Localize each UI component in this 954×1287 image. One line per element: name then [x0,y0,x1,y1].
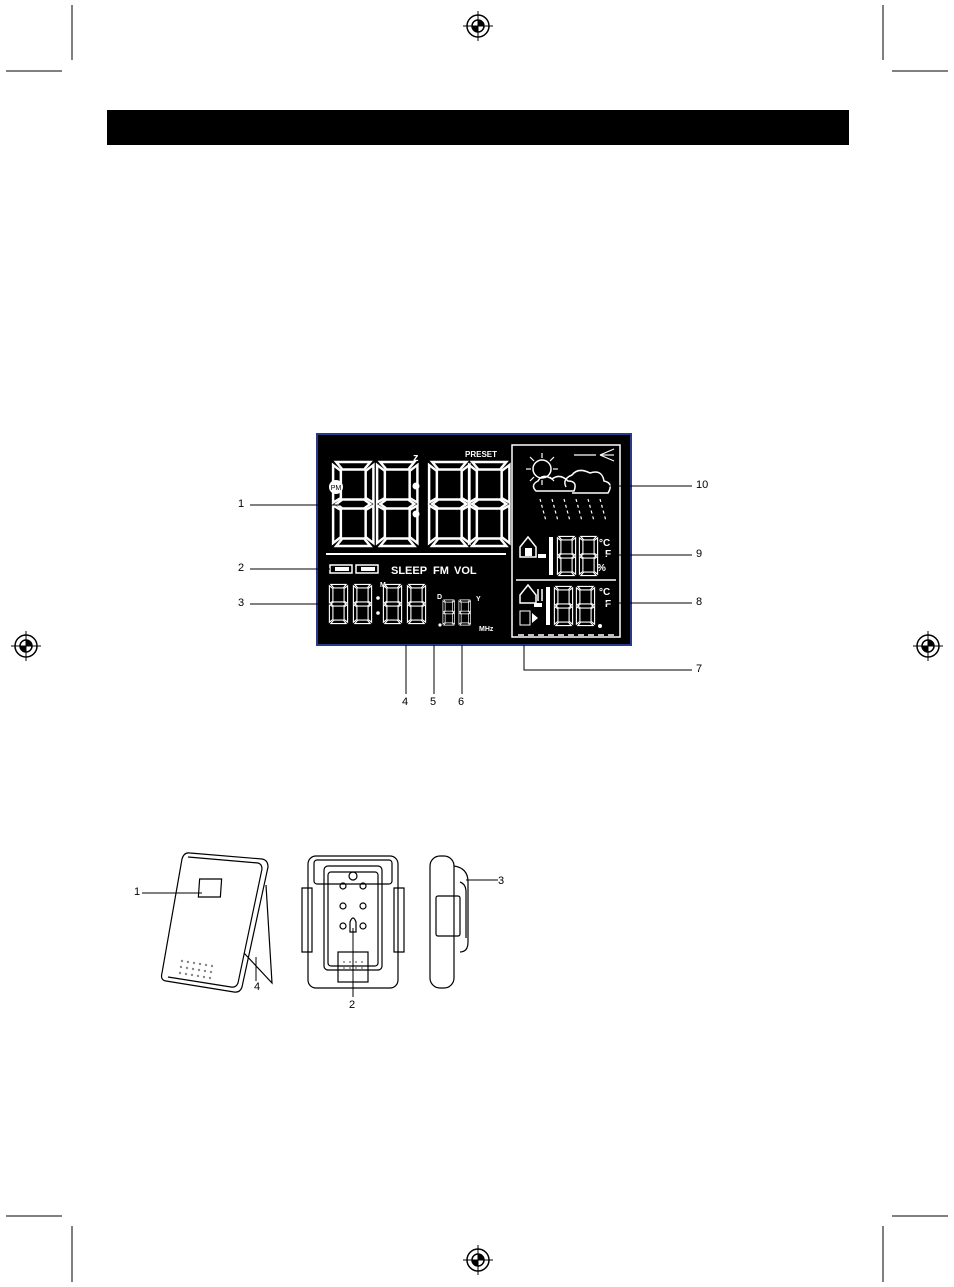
callout-lcd-6: 6 [458,697,464,708]
callout-sensor-2: 2 [349,1000,355,1011]
callout-lcd-9: 9 [696,549,702,560]
callout-sensor-1: 1 [134,887,140,898]
callout-lcd-2: 2 [238,563,244,574]
callout-lcd-10: 10 [696,480,708,491]
callout-sensor-4: 4 [254,982,260,993]
callout-lcd-3: 3 [238,598,244,609]
callout-lcd-5: 5 [430,697,436,708]
callout-lcd-1: 1 [238,499,244,510]
sensor-back-view [298,852,408,997]
sensor-side-view [424,852,514,992]
callout-lcd-8: 8 [696,597,702,608]
callout-lcd-7: 7 [696,664,702,675]
sensor-front-view [130,845,280,995]
callout-sensor-3: 3 [498,876,504,887]
callout-lcd-4: 4 [402,697,408,708]
